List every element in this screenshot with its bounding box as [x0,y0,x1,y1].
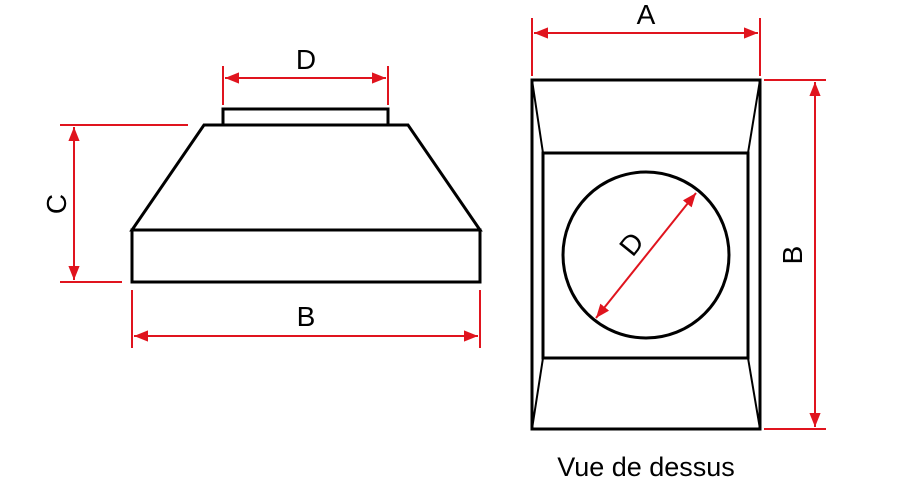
label-a: A [637,0,656,30]
top-view-inner-frame [541,151,750,360]
top-view-caption: Vue de dessus [557,452,735,482]
top-view-dimensions [531,18,826,430]
label-d-side: D [296,44,316,75]
top-view [530,78,762,431]
side-view-collar [221,107,390,127]
label-b-top: B [777,246,808,265]
top-view-outer-frame [530,78,762,431]
side-view-dimensions [60,66,481,348]
side-view [129,107,483,284]
top-view-outlet-circle [561,170,731,340]
top-view-slopes [531,79,761,430]
dimension-line-d-top [595,192,697,319]
label-c: C [41,194,72,214]
side-view-base [130,228,482,284]
side-view-hood-body [129,123,483,232]
label-b-side: B [297,301,316,332]
